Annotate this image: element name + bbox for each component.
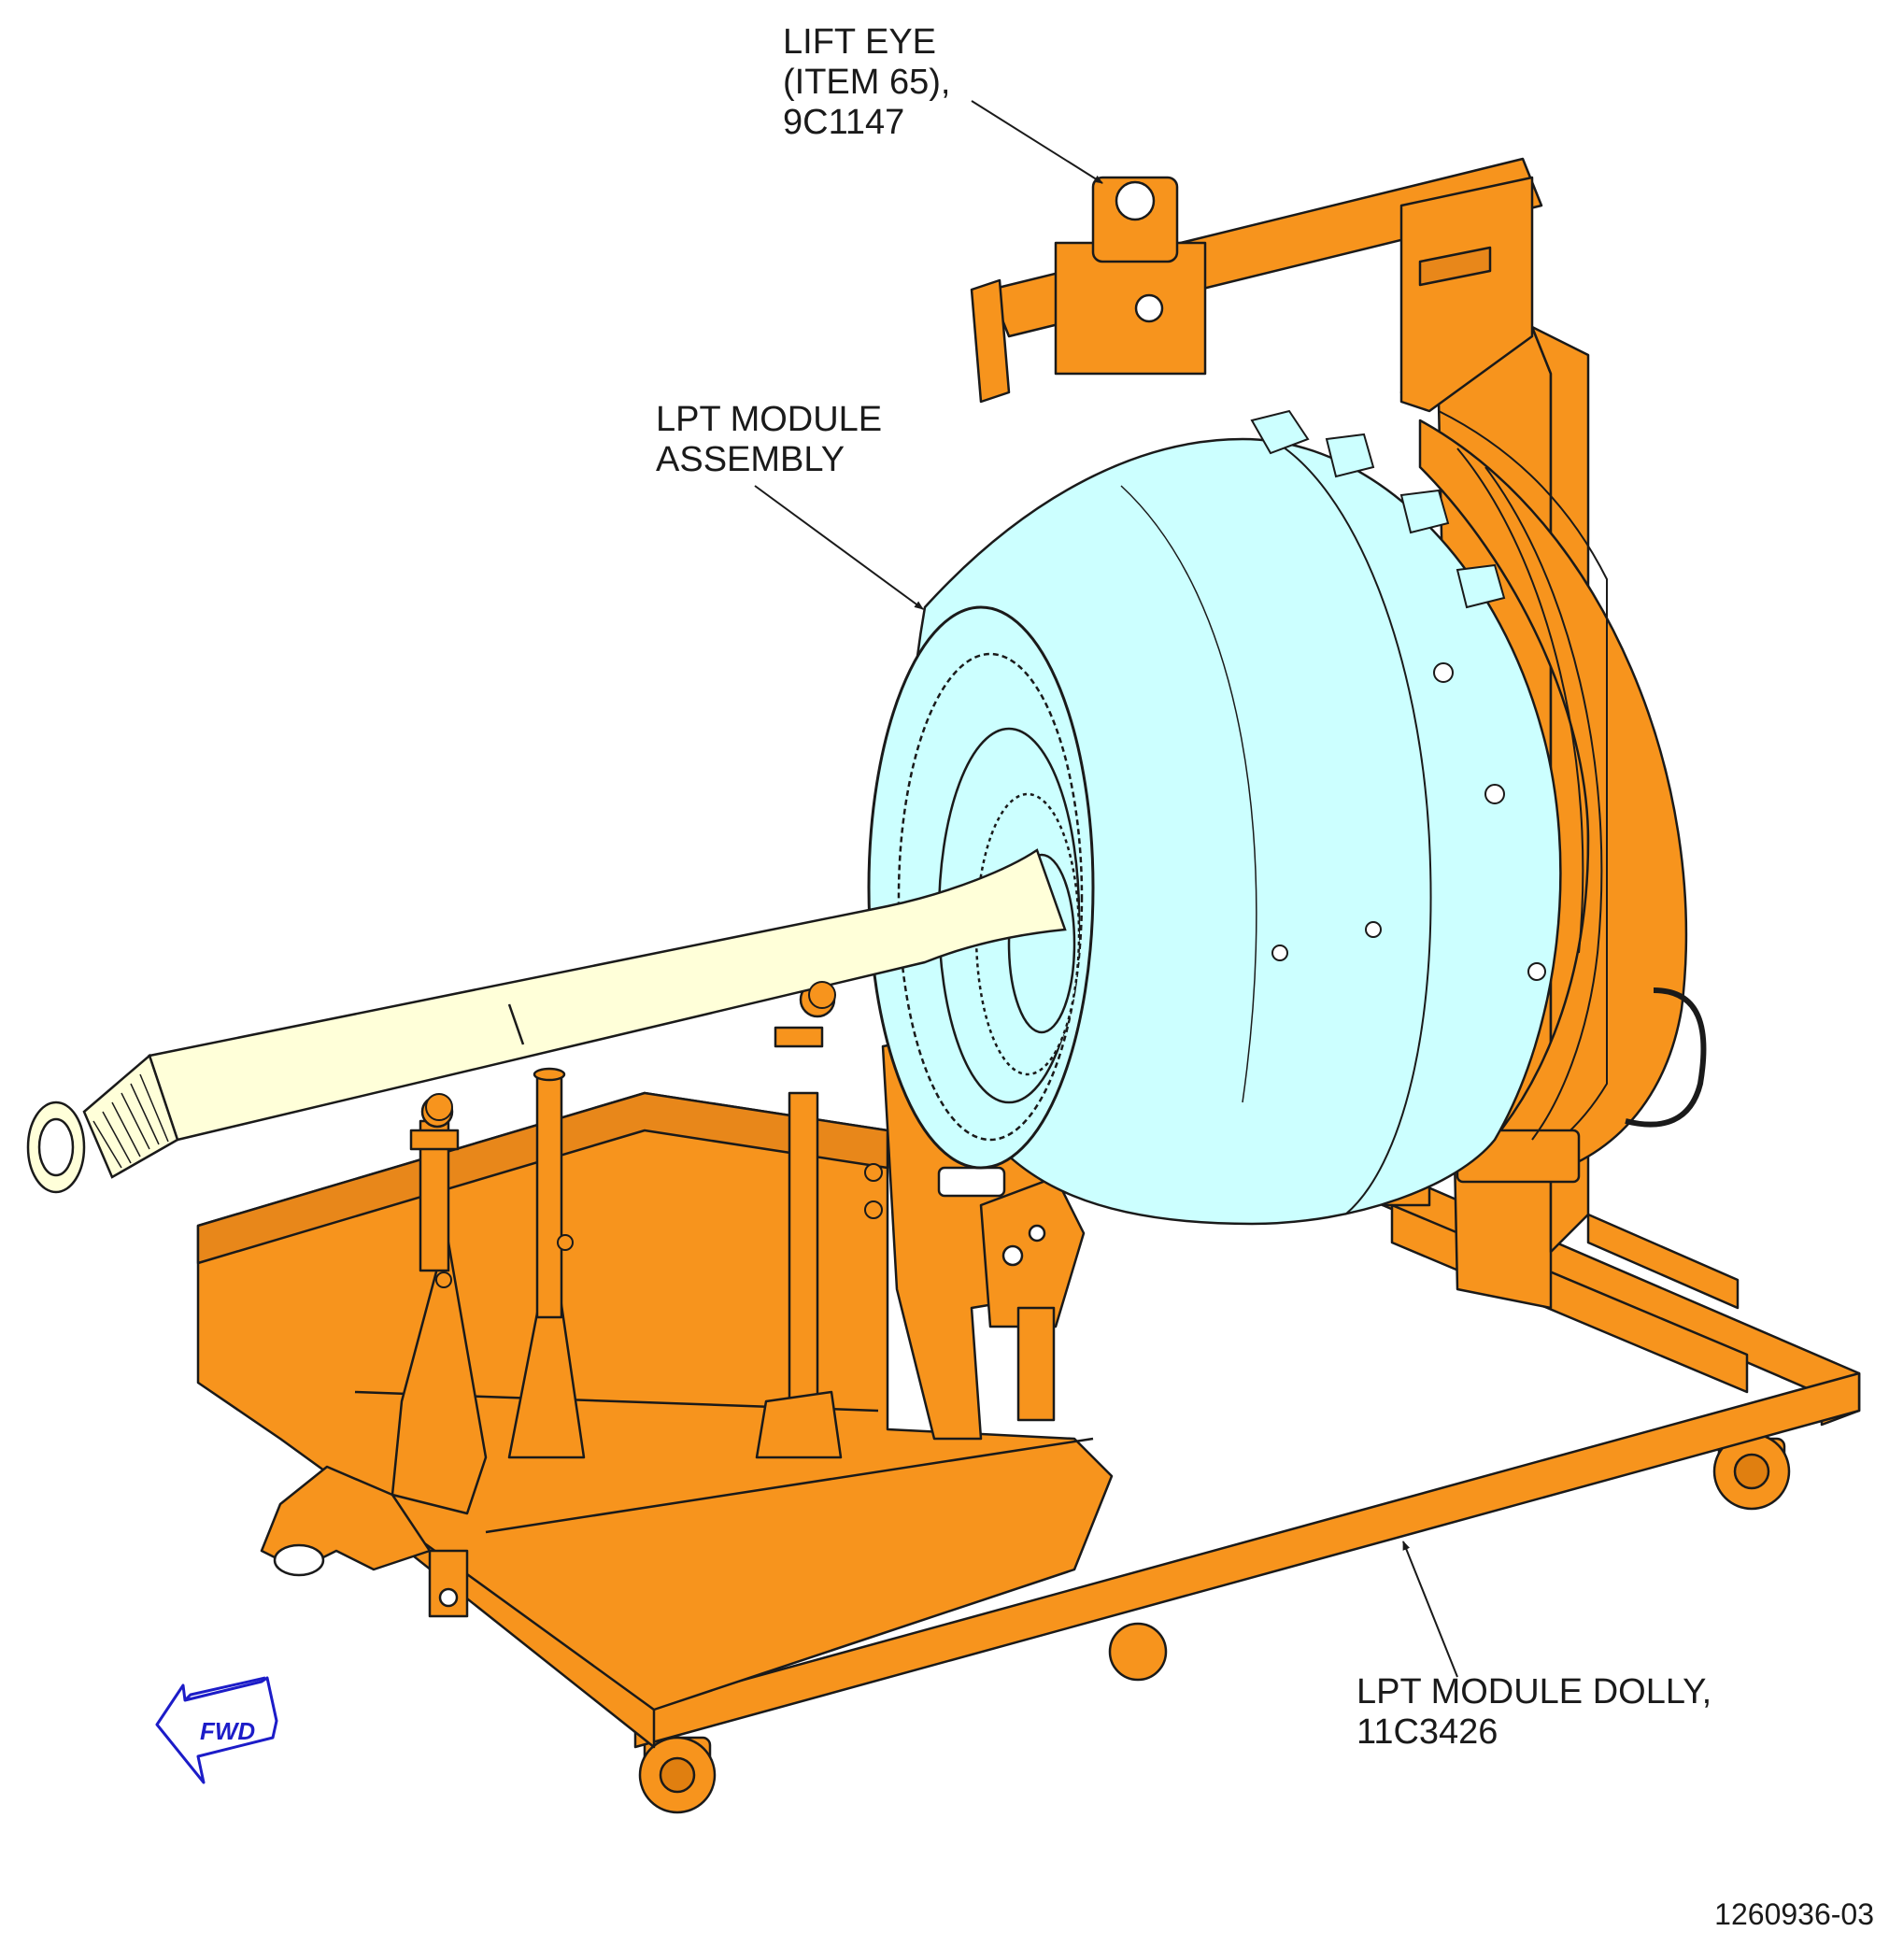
leader-lpt-module (754, 485, 924, 610)
tow-bar (260, 1465, 469, 1618)
callout-lift-eye: LIFT EYE (ITEM 65), 9C1147 (783, 22, 950, 143)
leader-lines (754, 100, 1458, 1678)
callout-line: LIFT EYE (783, 22, 937, 62)
callout-line: 11C3426 (1356, 1712, 1498, 1752)
jack-stands (391, 981, 843, 1515)
callout-dolly: LPT MODULE DOLLY, 11C3426 (1356, 1672, 1711, 1753)
callout-line: ASSEMBLY (656, 440, 845, 479)
caster-wheels (253, 1332, 1791, 1814)
leader-dolly (1402, 1541, 1458, 1678)
fwd-label: FWD (200, 1717, 255, 1745)
fwd-arrow: FWD (155, 1676, 278, 1784)
drawing-number: 1260936-03 (1714, 1897, 1874, 1931)
callout-line: LPT MODULE DOLLY, (1356, 1672, 1712, 1711)
callout-line: LPT MODULE (656, 400, 883, 439)
stand-clamps (425, 981, 883, 1288)
lpt-shaft (26, 848, 1067, 1194)
callout-lpt-module: LPT MODULE ASSEMBLY (656, 400, 882, 480)
callout-line: (ITEM 65), (783, 63, 951, 102)
leader-lift-eye (971, 100, 1103, 184)
callout-line: 9C1147 (783, 103, 905, 142)
